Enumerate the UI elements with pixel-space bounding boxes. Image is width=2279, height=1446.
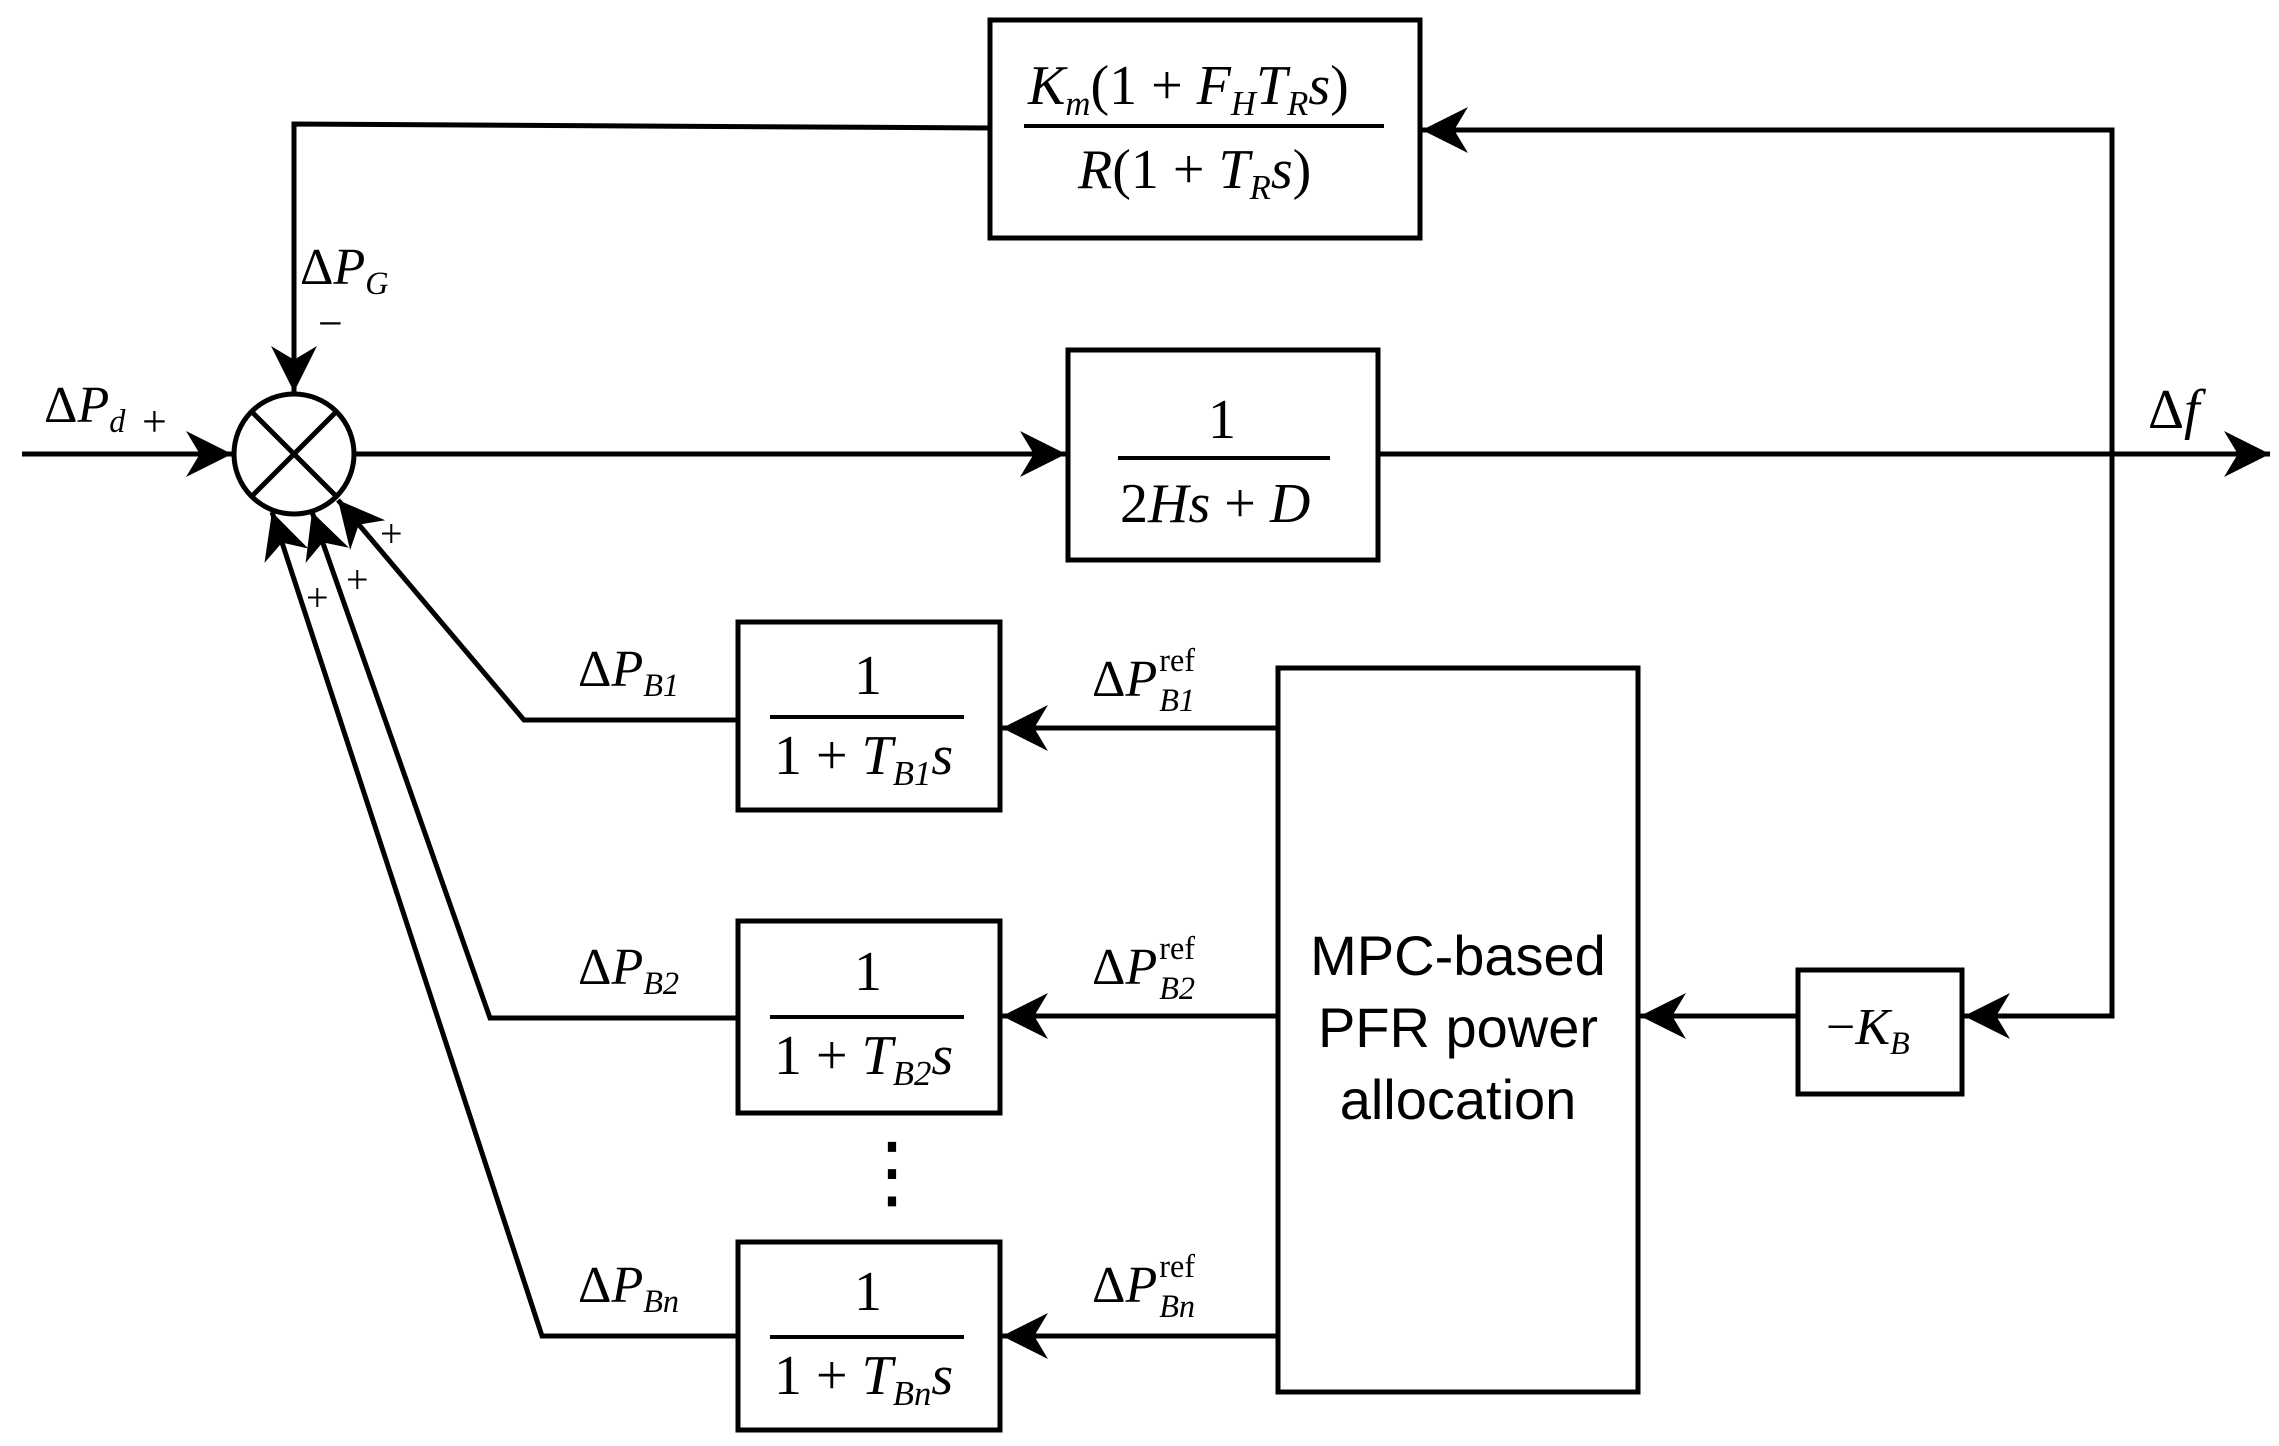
battery-n-feedback-line	[264, 511, 738, 1339]
battery-n-numerator: 1	[854, 1261, 882, 1323]
battery-1-denominator: 1 + TB1s	[774, 725, 954, 794]
battery-2-feedback-line	[305, 511, 738, 1021]
pd-sign: +	[142, 397, 167, 446]
vertical-ellipsis: ⋮	[852, 1125, 932, 1218]
governor-block	[987, 17, 1423, 241]
inertia-numerator: 1	[1208, 389, 1236, 451]
sum-sign-2: +	[346, 557, 369, 602]
fraction-bars	[770, 124, 1384, 1339]
mpc-line-3: allocation	[1339, 1068, 1577, 1131]
pg-sign: −	[318, 299, 343, 348]
battery-2-numerator: 1	[854, 941, 882, 1003]
governor-denominator: R(1 + TRs)	[1078, 139, 1312, 208]
mpc-block-label: MPC-based PFR power allocation	[1282, 920, 1634, 1136]
inertia-denominator: 2Hs + D	[1120, 473, 1311, 535]
df-label: Δf	[2148, 379, 2200, 441]
pd-label: ΔPd	[44, 377, 126, 440]
battery-1-feedback-line	[336, 498, 738, 723]
battery-1-numerator: 1	[854, 645, 882, 707]
battery-2-denominator: 1 + TB2s	[774, 1025, 954, 1094]
pbn-label: ΔPBn	[578, 1257, 680, 1320]
mpc-block	[1275, 665, 1641, 1395]
pb1-label: ΔPB1	[578, 641, 680, 704]
df-feedback-to-governor	[1422, 107, 2115, 454]
inertia-block	[1065, 347, 1381, 563]
pb2-label: ΔPB2	[578, 939, 680, 1002]
sum-sign-3: +	[306, 575, 329, 620]
governor-feedback-line	[271, 121, 991, 392]
sum-sign-1: +	[380, 511, 403, 556]
battery-1-block	[735, 619, 1003, 813]
battery-n-denominator: 1 + TBns	[774, 1345, 954, 1414]
df-to-gain-line	[1964, 454, 2115, 1039]
gain-block	[1795, 967, 1965, 1097]
mpc-line-2: PFR power	[1317, 996, 1599, 1059]
governor-numerator: Km(1 + FHTRs)	[1028, 55, 1349, 124]
gain-label: −KB	[1826, 999, 1910, 1062]
mpc-line-1: MPC-based	[1310, 924, 1606, 987]
pg-label: ΔPG	[300, 239, 389, 302]
summing-junction	[231, 391, 357, 517]
